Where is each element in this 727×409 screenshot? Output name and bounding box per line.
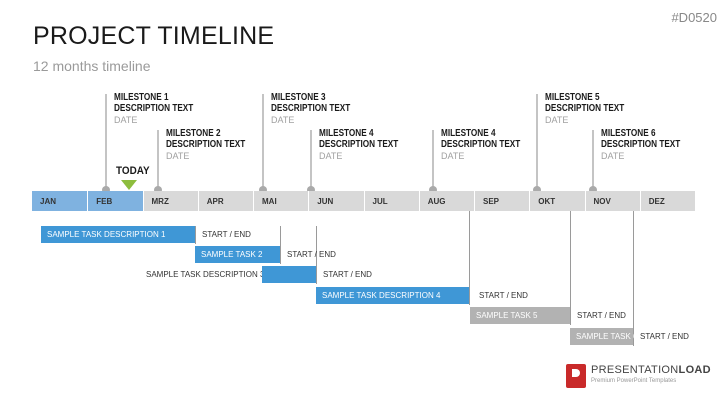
milestone-dot bbox=[429, 186, 437, 194]
milestone-title: MILESTONE 4 bbox=[319, 128, 374, 139]
page-title: PROJECT TIMELINE bbox=[33, 22, 275, 50]
milestone-line bbox=[105, 94, 107, 191]
milestone-line bbox=[536, 94, 538, 191]
milestone-line bbox=[157, 130, 159, 191]
month-cell: NOV bbox=[584, 191, 640, 211]
milestone-1: MILESTONE 1 DESCRIPTION TEXT DATE bbox=[114, 92, 211, 126]
task-start-end: START / END bbox=[287, 250, 336, 259]
milestone-date: DATE bbox=[319, 151, 343, 161]
milestone-line bbox=[310, 130, 312, 191]
task-bar: SAMPLE TASK DESCRIPTION 4 bbox=[316, 287, 469, 304]
milestone-6: MILESTONE 6 DESCRIPTION TEXT DATE bbox=[601, 128, 698, 162]
month-cell: JAN bbox=[32, 191, 88, 211]
task-bar: SAMPLE TASK 6 bbox=[570, 328, 638, 345]
today-label: TODAY bbox=[116, 165, 150, 177]
milestone-title: MILESTONE 1 bbox=[114, 92, 169, 103]
month-bar: JAN FEB MRZ APR MAI JUN JUL AUG SEP OKT … bbox=[32, 191, 695, 211]
task-start-end: START / END bbox=[479, 291, 528, 300]
milestone-date: DATE bbox=[166, 151, 190, 161]
milestone-description: DESCRIPTION TEXT bbox=[441, 139, 521, 150]
presentationload-logo: PRESENTATIONLOAD Premium PowerPoint Temp… bbox=[566, 364, 711, 388]
task-start-end: START / END bbox=[640, 332, 689, 341]
milestone-line bbox=[262, 94, 264, 191]
milestone-2: MILESTONE 2 DESCRIPTION TEXT DATE bbox=[166, 128, 263, 162]
milestone-description: DESCRIPTION TEXT bbox=[319, 139, 399, 150]
month-cell: MRZ bbox=[142, 191, 198, 211]
milestone-description: DESCRIPTION TEXT bbox=[166, 139, 246, 150]
milestone-4b: MILESTONE 4 DESCRIPTION TEXT DATE bbox=[441, 128, 538, 162]
milestone-dot bbox=[533, 186, 541, 194]
milestone-date: DATE bbox=[601, 151, 625, 161]
milestone-title: MILESTONE 5 bbox=[545, 92, 600, 103]
milestone-3: MILESTONE 3 DESCRIPTION TEXT DATE bbox=[271, 92, 368, 126]
month-cell: DEZ bbox=[639, 191, 695, 211]
task-bar: SAMPLE TASK 2 bbox=[195, 246, 280, 263]
task-connector bbox=[195, 226, 196, 244]
logo-tagline: Premium PowerPoint Templates bbox=[591, 378, 677, 384]
milestone-dot bbox=[259, 186, 267, 194]
today-triangle-icon bbox=[121, 180, 137, 190]
milestone-title: MILESTONE 2 bbox=[166, 128, 221, 139]
milestone-line bbox=[592, 130, 594, 191]
logo-mark-icon bbox=[566, 364, 586, 388]
task-connector bbox=[316, 226, 317, 284]
milestone-description: DESCRIPTION TEXT bbox=[271, 103, 351, 114]
milestone-5: MILESTONE 5 DESCRIPTION TEXT DATE bbox=[545, 92, 642, 126]
month-cell: JUN bbox=[308, 191, 364, 211]
milestone-title: MILESTONE 4 bbox=[441, 128, 496, 139]
task-start-end: START / END bbox=[202, 230, 251, 239]
task-start-end: START / END bbox=[577, 311, 626, 320]
task-bar: SAMPLE TASK DESCRIPTION 1 bbox=[41, 226, 195, 243]
milestone-title: MILESTONE 6 bbox=[601, 128, 656, 139]
milestone-description: DESCRIPTION TEXT bbox=[545, 103, 625, 114]
month-cell: SEP bbox=[474, 191, 530, 211]
milestone-line bbox=[432, 130, 434, 191]
month-cell: FEB bbox=[87, 191, 143, 211]
milestone-description: DESCRIPTION TEXT bbox=[114, 103, 194, 114]
milestone-date: DATE bbox=[114, 115, 138, 125]
task-label: SAMPLE TASK DESCRIPTION 3 bbox=[146, 270, 265, 279]
milestone-dot bbox=[307, 186, 315, 194]
milestone-date: DATE bbox=[441, 151, 465, 161]
month-cell: APR bbox=[197, 191, 253, 211]
month-cell: JUL bbox=[363, 191, 419, 211]
task-connector bbox=[469, 211, 470, 305]
slide-id: #D0520 bbox=[671, 10, 717, 25]
milestone-date: DATE bbox=[271, 115, 295, 125]
milestone-date: DATE bbox=[545, 115, 569, 125]
milestone-4: MILESTONE 4 DESCRIPTION TEXT DATE bbox=[319, 128, 416, 162]
milestone-dot bbox=[589, 186, 597, 194]
task-connector bbox=[633, 211, 634, 346]
task-connector bbox=[570, 211, 571, 325]
milestone-dot bbox=[102, 186, 110, 194]
milestone-title: MILESTONE 3 bbox=[271, 92, 326, 103]
page-subtitle: 12 months timeline bbox=[33, 58, 151, 74]
task-bar bbox=[262, 266, 316, 283]
task-start-end: START / END bbox=[323, 270, 372, 279]
milestone-description: DESCRIPTION TEXT bbox=[601, 139, 681, 150]
task-bar: SAMPLE TASK 5 bbox=[470, 307, 570, 324]
task-connector bbox=[280, 226, 281, 264]
month-cell: MAI bbox=[253, 191, 309, 211]
month-cell: AUG bbox=[418, 191, 474, 211]
logo-name: PRESENTATIONLOAD bbox=[591, 364, 711, 376]
milestone-dot bbox=[154, 186, 162, 194]
month-cell: OKT bbox=[529, 191, 585, 211]
